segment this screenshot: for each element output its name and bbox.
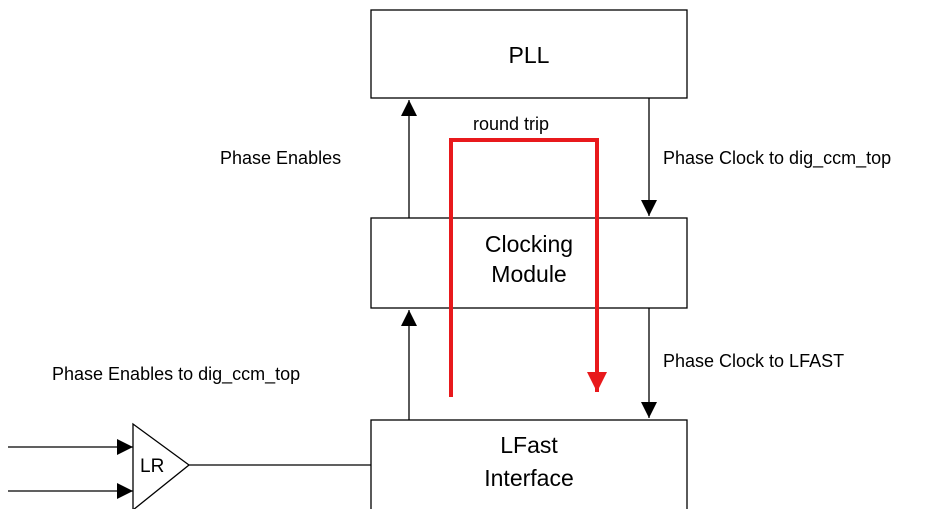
round-trip-label: round trip	[473, 114, 549, 134]
clocking-module-label-line1: Clocking	[485, 231, 573, 257]
pll-label: PLL	[509, 42, 550, 68]
clocking-module-box	[370, 217, 688, 309]
lfast-interface-block: LFast Interface	[370, 419, 688, 509]
clocking-module-label-line2: Module	[491, 261, 566, 287]
phase-clock-to-dig-ccm-top-label: Phase Clock to dig_ccm_top	[663, 148, 891, 169]
phase-clock-to-lfast-label: Phase Clock to LFAST	[663, 351, 844, 371]
phase-enables-label: Phase Enables	[220, 148, 341, 168]
lfast-interface-label-line2: Interface	[484, 465, 574, 491]
pll-box	[370, 9, 688, 99]
lfast-interface-label-line1: LFast	[500, 432, 558, 458]
lr-amplifier-symbol	[132, 422, 191, 509]
phase-enables-to-dig-ccm-top-label: Phase Enables to dig_ccm_top	[52, 364, 300, 385]
lr-amplifier-label: LR	[140, 456, 164, 477]
round-trip-path	[449, 138, 607, 397]
clocking-module-block: Clocking Module	[370, 217, 688, 309]
lfast-interface-box	[370, 419, 688, 509]
pll-block: PLL	[370, 9, 688, 99]
